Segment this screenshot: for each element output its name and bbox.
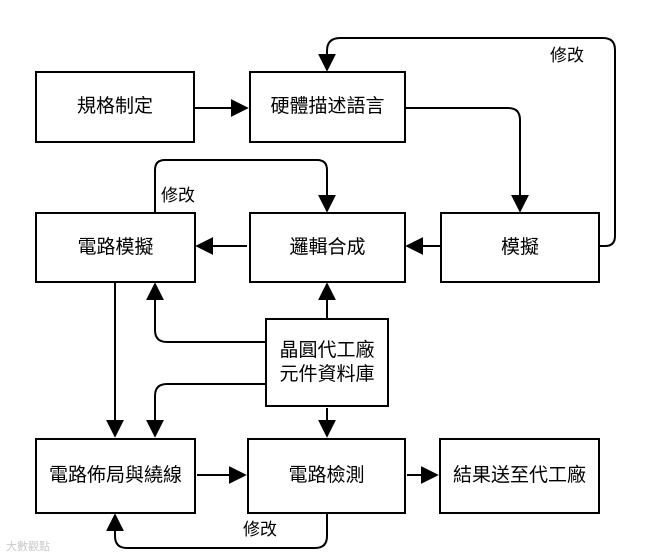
spec-node: 規格制定 [35,71,195,143]
tapeout-label: 結果送至代工廠 [452,464,586,487]
hdl-label: 硬體描述語言 [270,95,385,118]
modify-label-middle: 修改 [161,186,195,206]
synthesis-label: 邏輯合成 [289,235,366,258]
modify-label-top: 修改 [550,46,584,66]
circuit-sim-label: 電路模擬 [77,235,154,258]
arrow-library-to-placeroute [146,383,265,438]
place-route-node: 電路佈局與繞線 [35,438,196,514]
simulation-node: 模擬 [440,212,600,283]
synthesis-node: 邏輯合成 [249,212,406,283]
arrow-library-to-circuitsim [146,282,265,343]
arrow-hdl-to-simulation [405,107,529,213]
hdl-node: 硬體描述語言 [249,71,406,143]
foundry-library-label-line2: 元件資料庫 [279,362,375,385]
modify-label-bottom: 修改 [243,520,277,540]
arrow-simulation-modify-to-hdl [318,37,616,247]
foundry-library-label-line1: 晶圓代工廠 [279,338,375,361]
watermark: 大數觀點 [6,540,50,553]
circuit-sim-node: 電路模擬 [35,212,196,283]
place-route-label: 電路佈局與繞線 [48,464,182,487]
verify-node: 電路檢測 [247,438,406,514]
arrow-verify-modify-to-placeroute [106,513,328,549]
verify-label: 電路檢測 [288,464,365,487]
arrow-circuitsim-modify-to-synthesis [154,159,336,213]
spec-label: 規格制定 [76,95,153,118]
foundry-library-node: 晶圓代工廠 元件資料庫 [265,318,389,407]
tapeout-node: 結果送至代工廠 [439,438,600,514]
simulation-label: 模擬 [500,235,539,258]
